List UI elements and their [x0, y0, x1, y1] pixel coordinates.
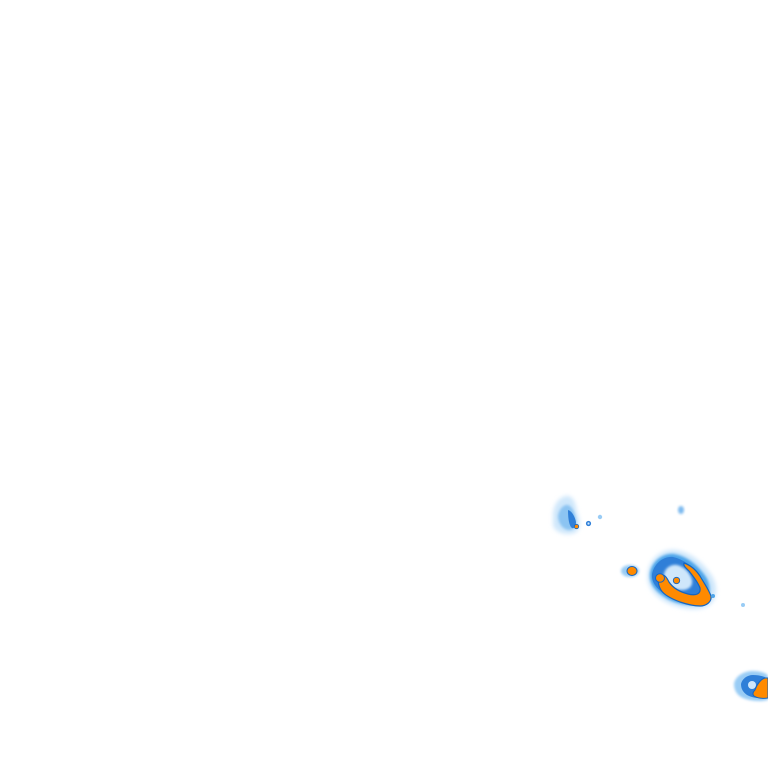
cell-small-speck-shape: [678, 506, 684, 514]
cell-southeast-edge-hole: [748, 681, 756, 689]
cell-small-speck: [678, 506, 684, 514]
cell-southeast-edge-heavy: [752, 677, 768, 699]
cell-ring-main-heavy-west: [655, 573, 665, 583]
cell-ring-main-speck: [711, 594, 715, 598]
cell-ring-main-heavy-center: [672, 576, 681, 585]
cell-west-small-heavy: [626, 566, 638, 576]
cell-northwest-strong: [568, 510, 576, 529]
cell-northwest: [553, 496, 603, 535]
cell-ring-main: [647, 549, 717, 610]
cell-northwest-speck-c: [597, 514, 603, 520]
cell-east-speck: [741, 603, 745, 607]
cell-west-small: [621, 565, 639, 577]
cell-southeast-edge: [734, 671, 768, 701]
cell-northwest-heavy: [573, 523, 580, 530]
cell-northwest-speck-b: [587, 522, 590, 525]
cell-east-speck-shape: [741, 603, 745, 607]
